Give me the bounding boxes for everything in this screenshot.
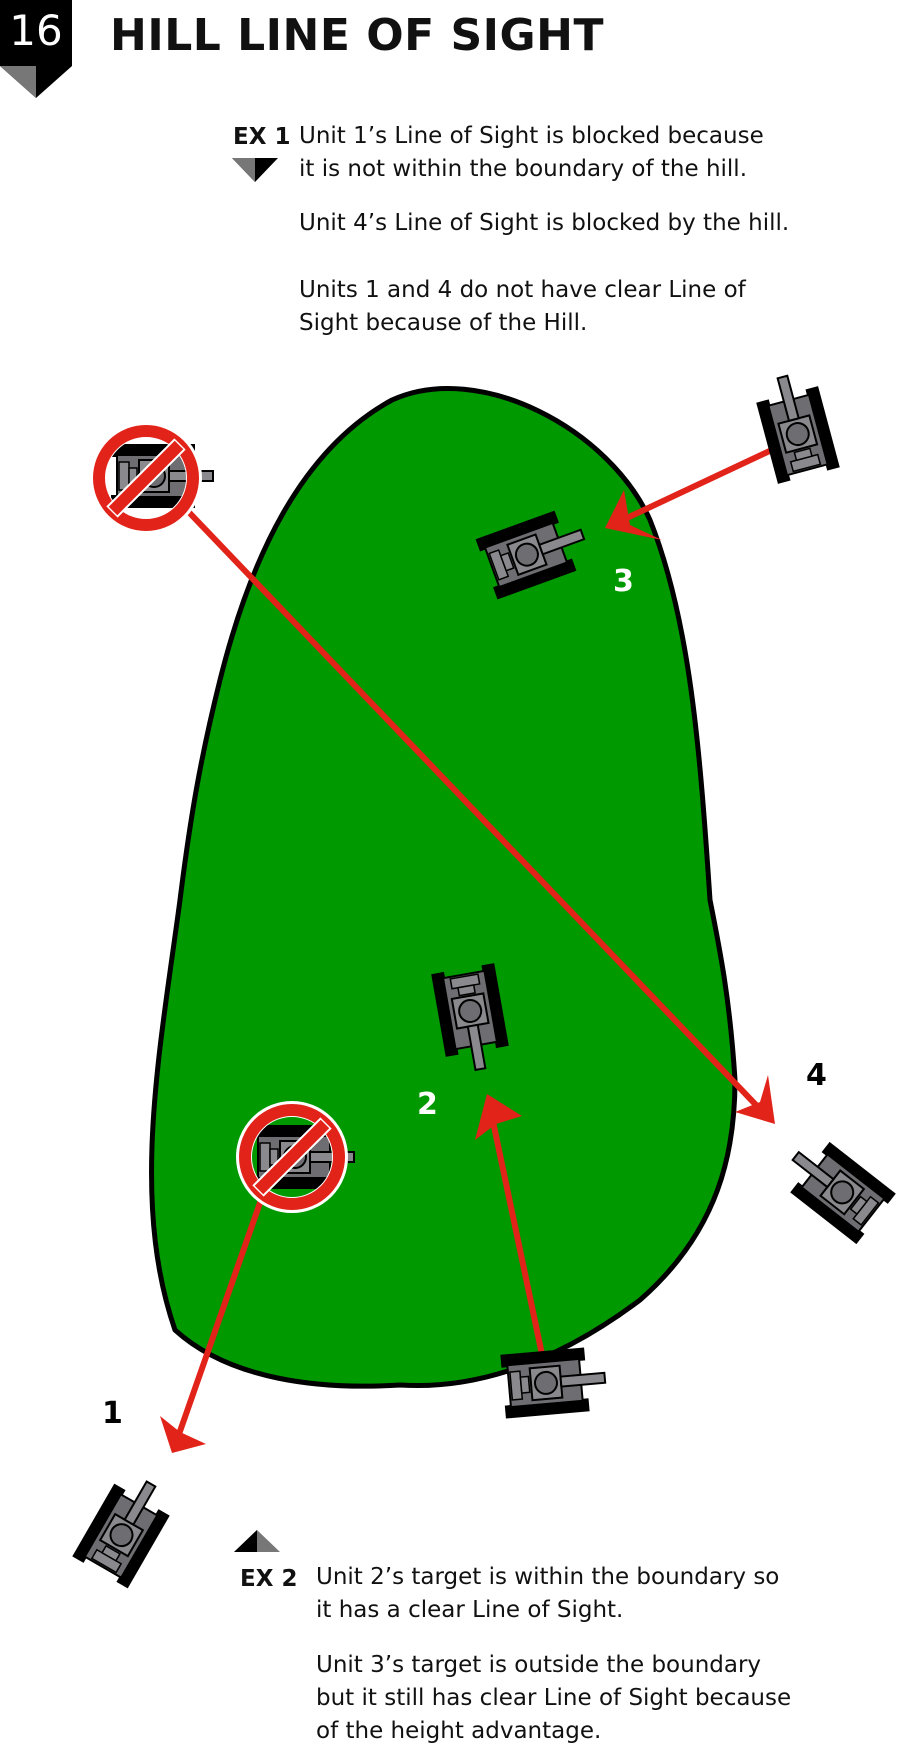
- tank-icon: [499, 1344, 609, 1420]
- tank-icon: [71, 1467, 180, 1590]
- down-triangle-icon: [232, 158, 278, 182]
- sight-arrows: [160, 437, 795, 1453]
- arrowhead: [160, 1416, 206, 1453]
- ex1-label: EX 1: [233, 124, 291, 150]
- hill: [149, 386, 738, 1389]
- ex2-para2-line-3: of the height advantage.: [316, 1718, 602, 1744]
- section-badge: 16: [0, 0, 72, 100]
- ex2-para2-line-2: but it still has clear Line of Sight bec…: [316, 1685, 792, 1711]
- ex2-para1-line-1: Unit 2’s target is within the boundary s…: [316, 1564, 780, 1590]
- ex1-line-1: Unit 1’s Line of Sight is blocked becaus…: [299, 123, 764, 149]
- ex2-paragraph-2: Unit 3’s target is outside the boundary …: [316, 1649, 791, 1748]
- ex1-line-2: it is not within the boundary of the hil…: [299, 156, 748, 182]
- ex2-para2-line-1: Unit 3’s target is outside the boundary: [316, 1652, 762, 1678]
- up-triangle-icon: [234, 1530, 280, 1552]
- arrow-line: [488, 1111, 551, 1384]
- arrowhead: [605, 490, 662, 540]
- tank-icon: [775, 1129, 897, 1246]
- pennant-icon: [0, 0, 72, 98]
- arrowhead: [475, 1094, 522, 1140]
- ex2-paragraph-1: Unit 2’s target is within the boundary s…: [316, 1561, 779, 1627]
- unit-label-4: 4: [806, 1058, 827, 1093]
- ex2-para1-line-2: it has a clear Line of Sight.: [316, 1597, 624, 1623]
- unit-label-2: 2: [417, 1087, 438, 1122]
- arrow-line: [610, 437, 795, 528]
- ex1-para3-line-2: Sight because of the Hill.: [299, 310, 588, 336]
- ex1-paragraph-3: Units 1 and 4 do not have clear Line of …: [299, 274, 746, 340]
- arrow-line: [175, 1159, 278, 1438]
- page-title: HILL LINE OF SIGHT: [110, 10, 604, 61]
- ex2-label: EX 2: [240, 1566, 298, 1592]
- tank-icon: [750, 367, 841, 485]
- arrowhead: [735, 1075, 775, 1124]
- arrow-line: [179, 502, 760, 1109]
- ex1-paragraph-1: Unit 1’s Line of Sight is blocked becaus…: [299, 120, 764, 186]
- ex1-paragraph-2: Unit 4’s Line of Sight is blocked by the…: [299, 210, 790, 236]
- ex1-para3-line-1: Units 1 and 4 do not have clear Line of: [299, 277, 746, 303]
- unit-label-3: 3: [613, 564, 634, 599]
- section-number: 16: [9, 6, 63, 55]
- unit-label-1: 1: [102, 1396, 123, 1431]
